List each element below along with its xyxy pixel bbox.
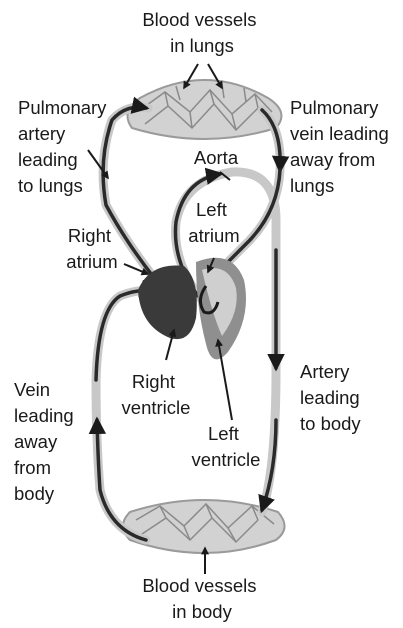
label-aorta: Aorta: [194, 147, 239, 168]
label-right-ventricle: Right ventricle: [122, 371, 191, 418]
label-pulmonary-artery: Pulmonary artery leading to lungs: [18, 97, 112, 196]
label-blood-vessels-body: Blood vessels in body: [142, 575, 261, 622]
label-artery-to-body: Artery leading to body: [300, 361, 365, 434]
label-right-atrium: Right atrium: [66, 225, 117, 272]
label-vein-from-body: Vein leading away from body: [14, 379, 79, 504]
label-pulmonary-vein: Pulmonary vein leading away from lungs: [290, 97, 394, 196]
label-left-atrium: Left atrium: [188, 199, 239, 246]
label-left-ventricle: Left ventricle: [192, 423, 261, 470]
label-blood-vessels-lungs: Blood vessels in lungs: [142, 9, 261, 56]
heart: [138, 258, 246, 360]
